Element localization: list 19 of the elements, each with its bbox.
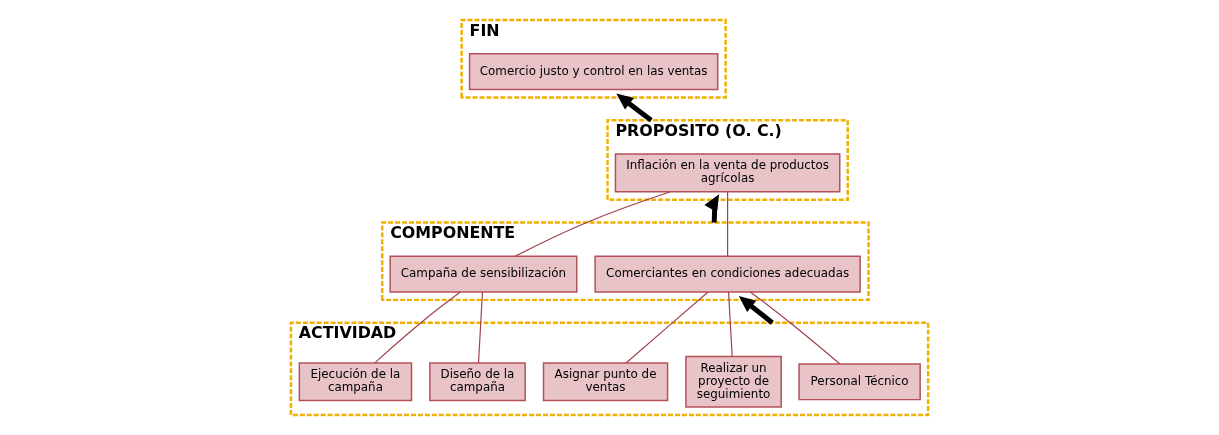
arrow: [738, 295, 774, 325]
connector: [625, 291, 709, 364]
node-box: Comerciantes en condiciones adecuadas: [594, 255, 861, 293]
arrow: [704, 194, 720, 223]
connector: [727, 191, 729, 257]
connector: [477, 291, 484, 364]
node-box: Campaña de sensibilización: [389, 255, 578, 293]
node-box: Asignar punto de ventas: [542, 362, 669, 402]
connector: [374, 291, 461, 364]
node-box: Inflación en la venta de productos agrícolas: [614, 153, 841, 193]
node-box: Ejecución de la campaña: [298, 362, 413, 402]
connector: [727, 291, 733, 357]
connector: [514, 191, 672, 257]
node-box: Personal Técnico: [798, 363, 921, 401]
node-box: Realizar un proyecto de seguimiento: [685, 355, 782, 408]
node-box: Diseño de la campaña: [429, 362, 526, 402]
connector: [749, 291, 841, 365]
node-box: Comercio justo y control en las ventas: [468, 53, 719, 91]
arrow: [616, 93, 653, 123]
